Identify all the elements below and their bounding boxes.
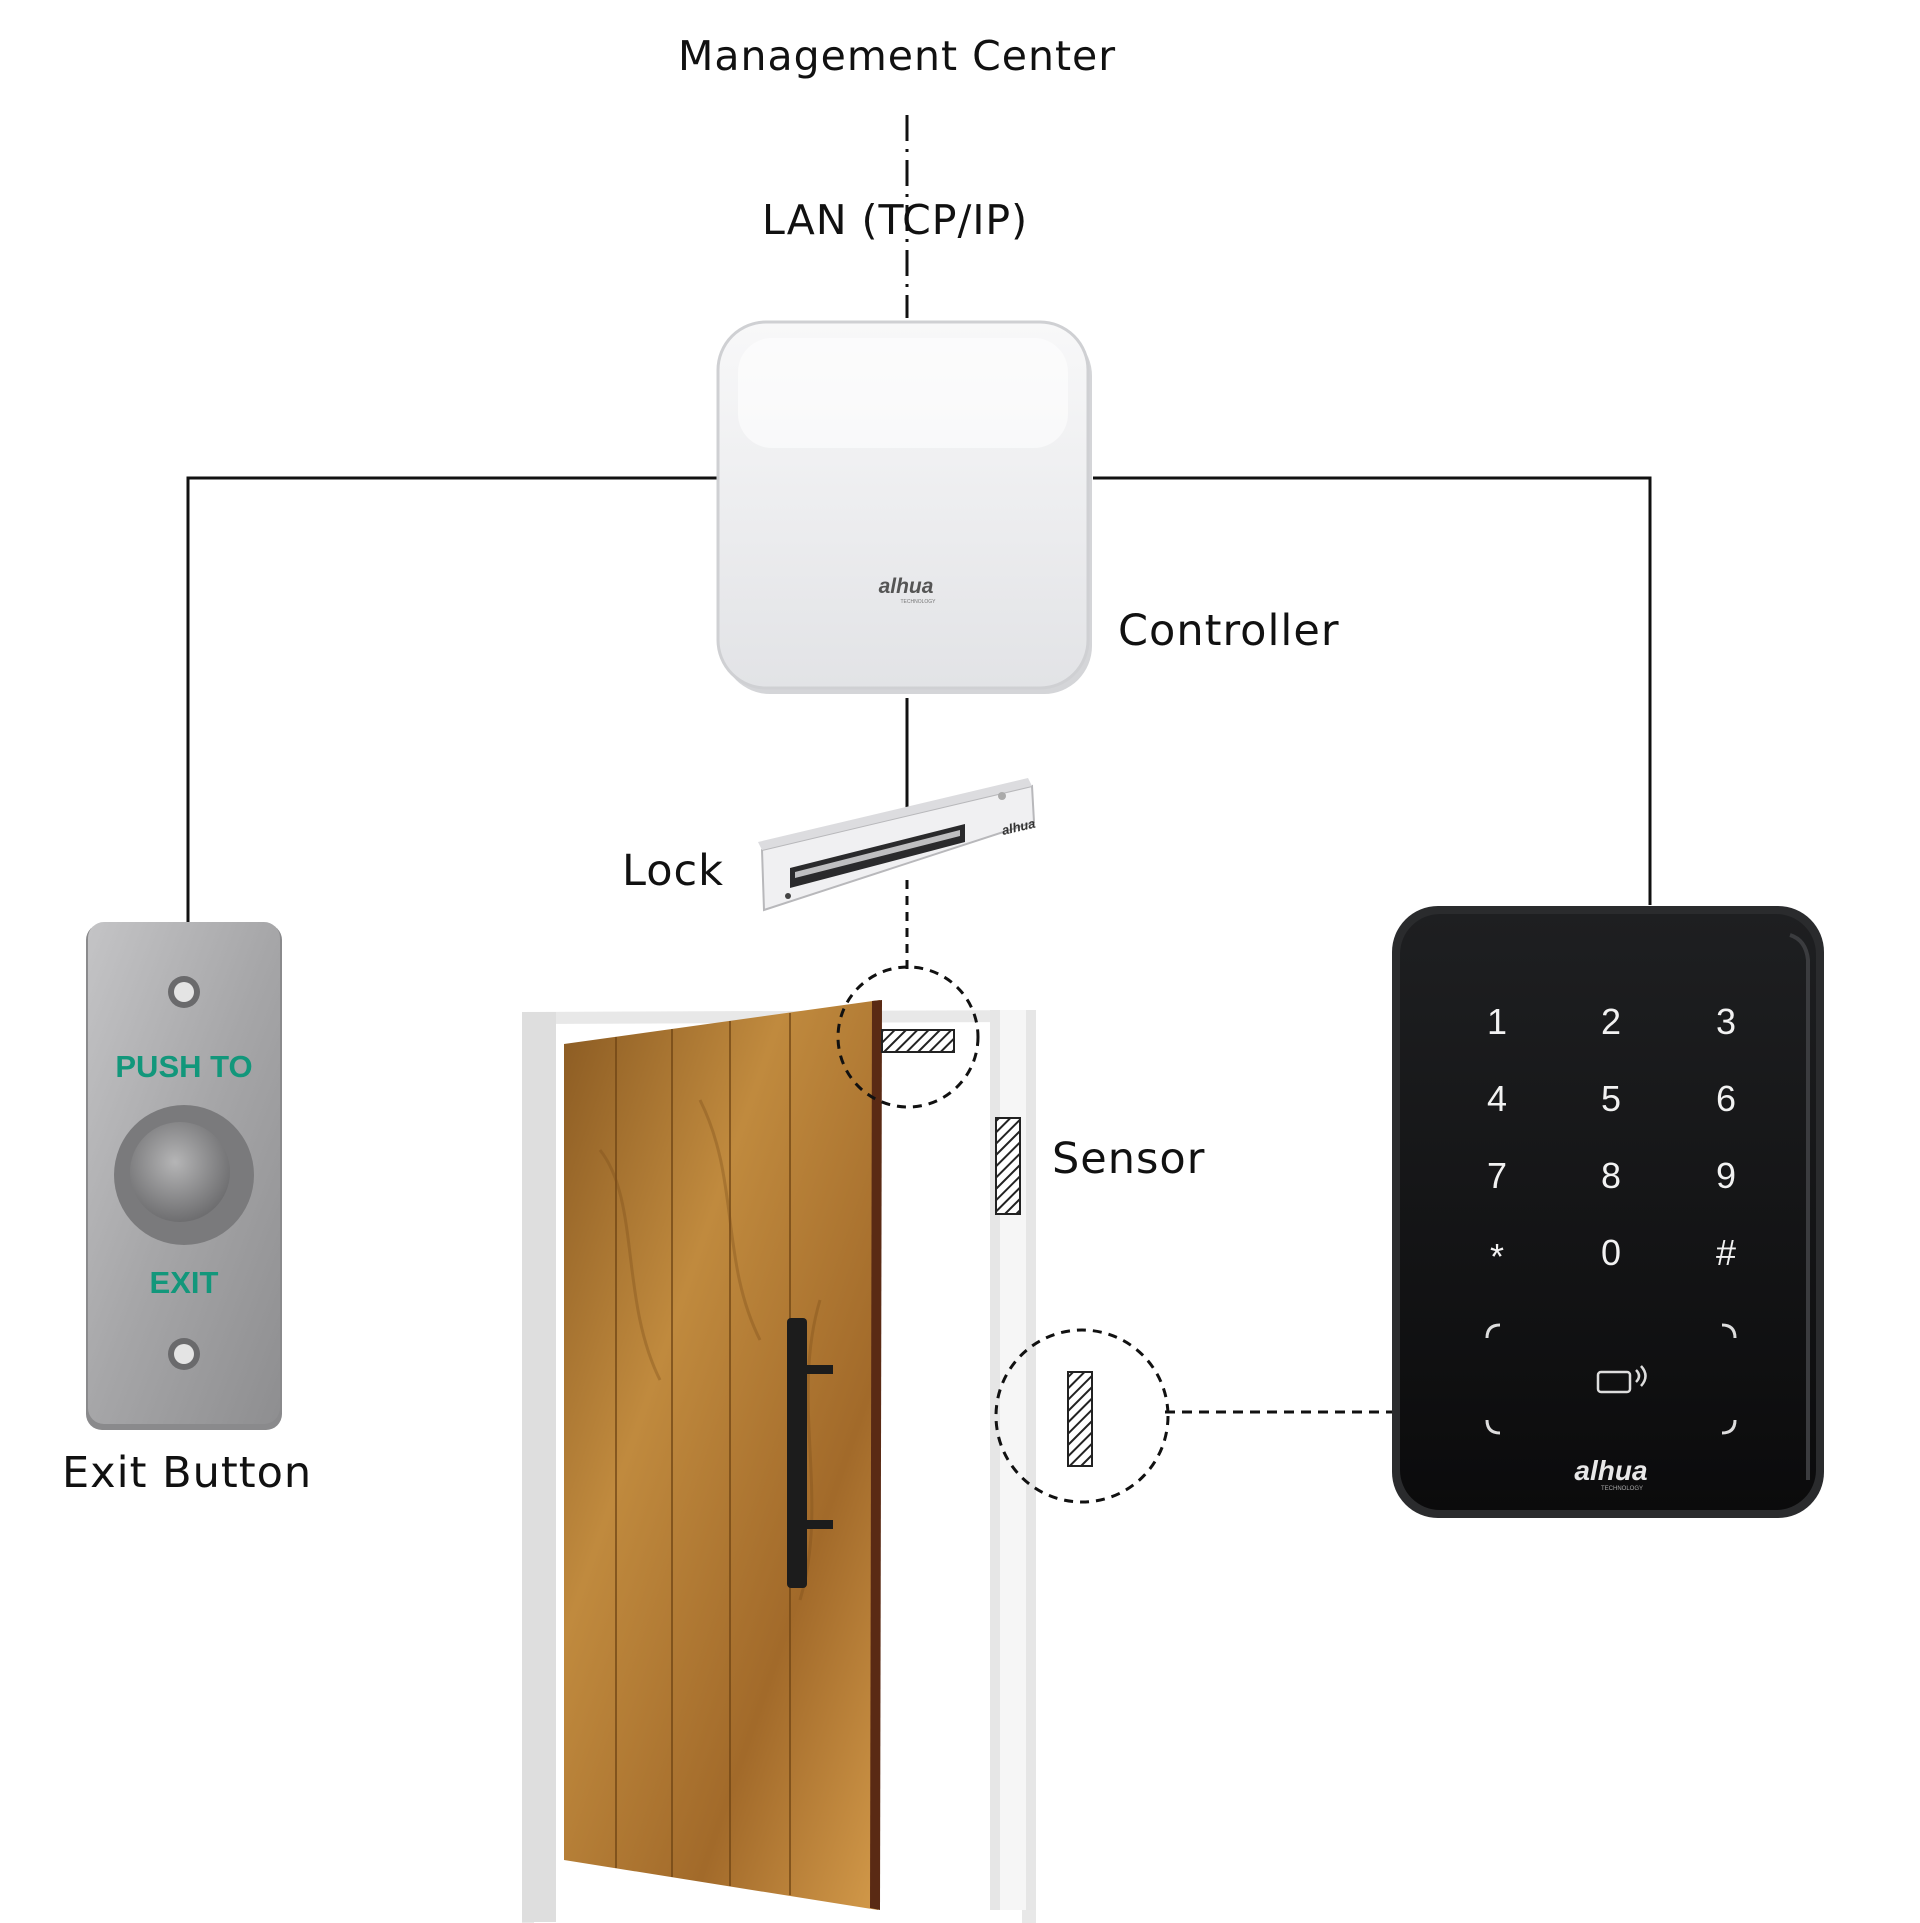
keypad-logo-subtext: TECHNOLOGY xyxy=(1601,1486,1643,1492)
frame-sensor-block xyxy=(995,1117,1021,1215)
controller-logo-subtext: TECHNOLOGY xyxy=(900,599,936,605)
keypad-key: 9 xyxy=(1716,1155,1736,1196)
wires xyxy=(186,115,1652,1414)
sensor-detail-callout xyxy=(994,1328,1170,1504)
exit-button-label: Exit Button xyxy=(62,1448,313,1498)
card-reader-area xyxy=(1485,1323,1737,1435)
keypad-key: 1 xyxy=(1487,1001,1507,1042)
management-center-label: Management Center xyxy=(678,32,1117,80)
exit-push-button xyxy=(130,1122,230,1222)
keypad-keys: 1 2 3 4 5 6 7 8 9 * 0 # xyxy=(1487,1001,1736,1277)
lock-logo: alhua xyxy=(1000,816,1036,838)
keypad-key: 7 xyxy=(1487,1155,1507,1196)
door-top-sensor xyxy=(836,965,980,1109)
controller-label: Controller xyxy=(1118,606,1340,656)
wire-controller-to-exit-button xyxy=(186,476,720,922)
controller-device: alhua TECHNOLOGY xyxy=(716,320,1092,694)
keypad-key: 3 xyxy=(1716,1001,1736,1042)
door-handle xyxy=(787,1318,833,1588)
keypad-key: 5 xyxy=(1601,1078,1621,1119)
keypad-key: 8 xyxy=(1601,1155,1621,1196)
keypad-key: 4 xyxy=(1487,1078,1507,1119)
exit-plate-exit-text: EXIT xyxy=(150,1265,219,1300)
wire-controller-to-keypad xyxy=(1093,476,1652,905)
keypad-key: * xyxy=(1490,1236,1504,1277)
wooden-door xyxy=(564,1000,882,1910)
lock-label: Lock xyxy=(622,846,725,896)
keypad-reader-device: 1 2 3 4 5 6 7 8 9 * 0 # alhua TECHNOLOGY xyxy=(1392,906,1824,1518)
lan-label: LAN (TCP/IP) xyxy=(762,196,1029,244)
exit-button-device: PUSH TO EXIT xyxy=(86,922,282,1430)
keypad-key: 2 xyxy=(1601,1001,1621,1042)
keypad-logo: alhua xyxy=(1574,1455,1647,1486)
nfc-card-icon xyxy=(1596,1365,1647,1394)
sensor-label: Sensor xyxy=(1052,1134,1206,1184)
keypad-key: 0 xyxy=(1601,1232,1621,1273)
exit-plate-push-to-text: PUSH TO xyxy=(115,1049,252,1084)
magnetic-lock-device: alhua xyxy=(758,778,1037,912)
keypad-key: # xyxy=(1716,1232,1736,1273)
keypad-key: 6 xyxy=(1716,1078,1736,1119)
controller-logo: alhua xyxy=(879,575,934,598)
